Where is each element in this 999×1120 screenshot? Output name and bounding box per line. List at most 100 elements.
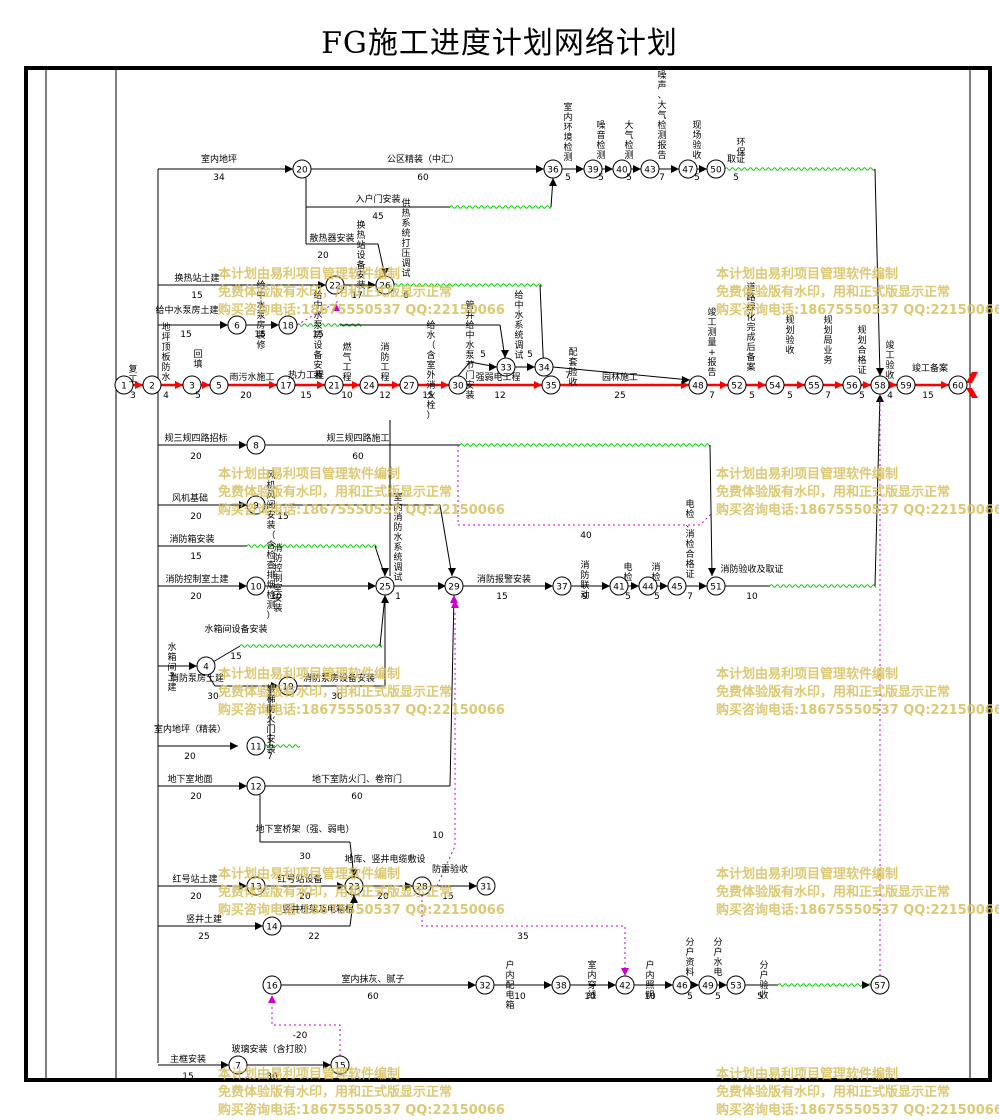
activity-label: 证 xyxy=(857,365,866,376)
event-node xyxy=(344,876,364,896)
activity-label: 完 xyxy=(746,321,755,333)
arrow-head xyxy=(941,381,949,389)
arrow-head xyxy=(758,381,766,389)
activity-label: 消防泵房设备安装 xyxy=(303,672,375,684)
activity-label: 户 xyxy=(645,959,654,971)
activity-label: 门 xyxy=(266,723,275,735)
activity-label: 测 xyxy=(707,327,716,338)
activity-label: 配 xyxy=(568,347,577,358)
activity-label: 穿 xyxy=(587,979,596,991)
event-node-number: 31 xyxy=(480,883,491,893)
dummy-arrow xyxy=(457,445,713,526)
activity-label: 试 xyxy=(514,349,523,361)
activity-label: 水 xyxy=(713,956,722,968)
activity-label: 给 xyxy=(514,289,523,301)
free-float-line xyxy=(296,323,362,327)
duration-label: 6 xyxy=(403,291,409,301)
event-node xyxy=(583,159,603,179)
activity-label: 建 xyxy=(167,681,176,693)
duration-label: 20 xyxy=(377,892,389,902)
free-float-line xyxy=(459,443,711,447)
event-node xyxy=(496,357,516,377)
arrow-head xyxy=(441,381,449,389)
duration-label: 10 xyxy=(584,992,596,1002)
event-node xyxy=(727,375,747,395)
event-node-number: 44 xyxy=(642,583,654,593)
duration-label: 12 xyxy=(494,391,505,401)
activity-label: 线 xyxy=(587,989,596,1001)
activity-label: 顶 xyxy=(161,342,170,353)
lag-label: -20 xyxy=(293,1031,308,1041)
dummy-arrow xyxy=(296,299,341,326)
arrow-head xyxy=(268,995,276,1003)
event-node-number: 53 xyxy=(730,982,741,992)
activity-label: 内 xyxy=(587,969,596,981)
event-node-number: 45 xyxy=(671,583,682,593)
free-float-line xyxy=(777,983,873,987)
activity-label: 箱 xyxy=(167,651,176,663)
event-node xyxy=(324,375,344,395)
event-node xyxy=(706,576,726,596)
duration-label: 20 xyxy=(299,892,311,902)
event-node xyxy=(292,159,312,179)
free-float-line xyxy=(769,584,877,588)
activity-label: 强弱电工程 xyxy=(475,371,520,383)
event-node-number: 15 xyxy=(334,1062,345,1072)
free-float-line xyxy=(724,167,876,171)
duration-label: 30 xyxy=(266,1072,278,1082)
activity-label: 规 xyxy=(785,315,794,326)
event-node-number: 19 xyxy=(282,683,294,693)
duration-label: 20 xyxy=(190,452,202,462)
event-node xyxy=(114,375,134,395)
activity-label: 门 xyxy=(465,369,474,381)
activity-label: 收 xyxy=(885,369,894,381)
arrow-head xyxy=(269,381,277,389)
activity-label: 测 xyxy=(596,150,605,161)
activity-label: 户 xyxy=(759,969,768,981)
activity-label: 安 xyxy=(266,509,275,521)
event-node-number: 50 xyxy=(710,166,722,176)
arrow-head xyxy=(239,582,247,590)
event-node xyxy=(688,375,708,395)
activity-label: 验 xyxy=(692,139,701,151)
event-node-number: 22 xyxy=(329,282,340,292)
activity-label: 防 xyxy=(380,351,389,363)
arrow-head xyxy=(239,882,247,890)
arrow-head xyxy=(720,381,728,389)
finish-flag-icon xyxy=(966,372,978,383)
dummy-arrow xyxy=(421,895,626,976)
event-node-number: 51 xyxy=(710,583,721,593)
event-node xyxy=(246,435,266,455)
event-node xyxy=(246,876,266,896)
arrow-head xyxy=(255,922,263,930)
activity-label: 检 xyxy=(685,508,694,520)
event-node-number: 40 xyxy=(616,166,628,176)
activity-label: 噪 xyxy=(657,70,666,81)
event-node xyxy=(678,159,698,179)
duration-label: 60 xyxy=(352,452,364,462)
activity-label: 、 xyxy=(657,91,666,101)
duration-label: 10 xyxy=(746,592,758,602)
activity-label: 装 xyxy=(465,389,474,401)
lag-label: 35 xyxy=(517,932,528,942)
activity-label: 防 xyxy=(580,569,589,581)
event-node-number: 16 xyxy=(266,982,278,992)
arrow-head xyxy=(549,178,557,186)
activity-label: 消防验收及取证 xyxy=(720,563,783,575)
activity-label: 划 xyxy=(785,324,794,336)
activity-label: 红号站土建 xyxy=(172,873,217,885)
activity-label: 消防报警安装 xyxy=(477,573,531,585)
duration-label: 15 xyxy=(230,652,241,662)
arrow-head xyxy=(175,381,183,389)
dummy-arrow xyxy=(436,610,456,887)
arrow-head xyxy=(239,441,247,449)
event-node-number: 10 xyxy=(250,583,262,593)
activity-label: 验 xyxy=(885,359,894,371)
duration-label: 5 xyxy=(787,391,793,401)
event-node xyxy=(726,975,746,995)
duration-label: 20 xyxy=(190,892,202,902)
activity-label: 调 xyxy=(514,340,523,351)
activity-label: 设 xyxy=(313,340,322,351)
activity-label: 户 xyxy=(685,946,694,958)
activity-label: 电 xyxy=(685,498,694,510)
